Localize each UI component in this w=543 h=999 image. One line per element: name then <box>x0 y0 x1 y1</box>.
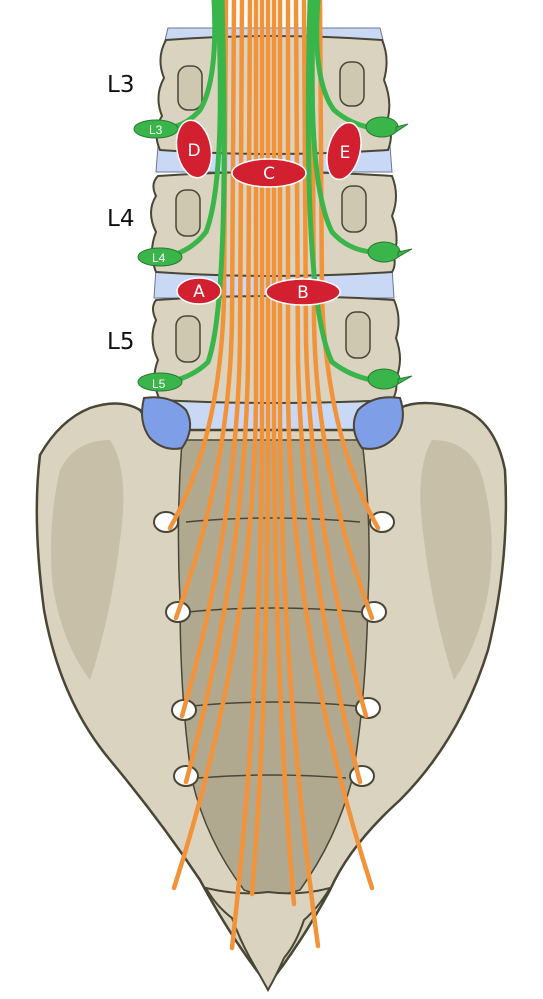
nerve-fiber <box>301 0 369 719</box>
nerve-fiber <box>249 0 271 897</box>
facet-joints <box>141 396 404 450</box>
nerve-fiber <box>173 0 237 621</box>
site-a-marker <box>176 277 222 305</box>
site-e-marker <box>326 121 362 181</box>
pedicle-l3-right <box>339 61 365 107</box>
pedicle-l4-right <box>341 185 367 233</box>
nerve-fiber <box>271 0 297 907</box>
root-tail-l4-right <box>397 248 413 258</box>
nerve-fiber <box>293 0 363 785</box>
site-e-label: E <box>340 143 351 163</box>
facet-left <box>141 396 192 450</box>
nerve-fiber <box>179 0 245 719</box>
root-tail-l3-right <box>395 123 409 133</box>
root-l3-right <box>314 0 375 131</box>
site-c-marker <box>231 158 307 188</box>
vertebra-label-l3: L3 <box>107 72 134 98</box>
lesion-sites <box>175 119 362 306</box>
nerve-fiber <box>317 0 381 531</box>
site-b-label: B <box>297 283 309 303</box>
root-label-l3: L3 <box>149 123 163 137</box>
sacrum-right-ala-shade <box>420 440 492 680</box>
sacrum-left-ala-shade <box>51 440 124 680</box>
sacrum <box>35 401 508 993</box>
site-d-label: D <box>187 141 200 161</box>
site-c-label: C <box>263 164 275 184</box>
nerve-fiber <box>309 0 375 621</box>
ganglion-l5-right <box>367 368 401 390</box>
pedicle-l5-left <box>175 315 201 363</box>
pedicle-windows <box>175 61 371 363</box>
vertebra-label-l5: L5 <box>107 329 134 355</box>
pedicle-l4-left <box>175 189 201 237</box>
nerve-fiber <box>285 0 375 891</box>
root-l5-left <box>167 0 227 385</box>
ganglion-l4-right <box>367 241 401 263</box>
pedicle-l5-right <box>345 311 371 359</box>
site-d-marker <box>175 119 213 179</box>
root-l5-right <box>305 0 375 383</box>
nerve-fiber <box>277 0 321 949</box>
nerve-fiber <box>167 0 229 531</box>
ridge-4 <box>197 774 347 779</box>
cauda-equina <box>167 0 381 951</box>
site-a-label: A <box>193 282 205 302</box>
ganglion-l5-left <box>137 372 183 392</box>
ganglion-l4-left <box>137 247 183 267</box>
ridge-3 <box>191 701 357 707</box>
vertebra-label-l4: L4 <box>107 206 134 232</box>
pedicle-l3-left <box>177 65 203 111</box>
nerve-fiber <box>171 0 259 891</box>
root-l4-right <box>309 0 375 255</box>
ganglion-l3-left <box>133 119 179 139</box>
ganglion-l3-right <box>365 116 399 138</box>
facet-right <box>352 396 404 450</box>
nerve-fiber <box>183 0 253 785</box>
site-b-marker <box>265 278 341 306</box>
dorsal-root-ganglia <box>133 116 413 392</box>
root-label-l5: L5 <box>152 377 166 391</box>
nerve-fiber <box>229 0 265 951</box>
root-tail-l5-right <box>397 375 413 385</box>
root-l4-left <box>167 0 223 259</box>
root-label-l4: L4 <box>152 251 166 265</box>
